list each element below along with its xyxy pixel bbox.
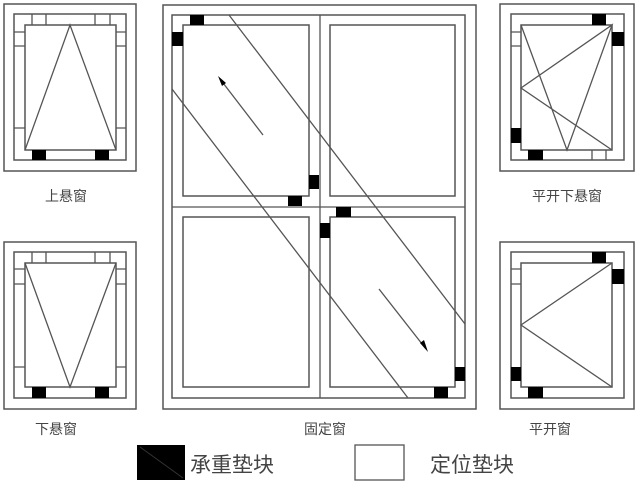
load-block: [95, 150, 109, 160]
tilt-turn-label: 平开下悬窗: [532, 188, 602, 205]
load-block-legend-label: 承重垫块: [190, 453, 274, 477]
load-block: [32, 387, 46, 398]
fixed-label: 固定窗: [304, 421, 346, 438]
locating-block-legend-label: 定位垫块: [430, 453, 514, 477]
bottom-hung-window: [3, 241, 137, 410]
top-hung-window: [3, 3, 137, 172]
top-hung-label: 上悬窗: [45, 188, 87, 205]
load-block: [32, 150, 46, 160]
arrowhead-icon: [420, 340, 428, 352]
casement-label: 平开窗: [529, 421, 571, 438]
arrowhead-icon: [218, 76, 226, 86]
bottom-hung-label: 下悬窗: [35, 421, 77, 438]
load-block: [95, 387, 109, 398]
legend: 承重垫块 定位垫块: [137, 444, 514, 481]
arrow-up-left-icon: [219, 78, 264, 136]
tilt-turn-window: [499, 3, 635, 172]
casement-window: [499, 241, 635, 410]
fixed-window: [162, 4, 477, 410]
arrow-down-right-icon: [378, 288, 427, 350]
locating-block-swatch: [354, 444, 405, 481]
